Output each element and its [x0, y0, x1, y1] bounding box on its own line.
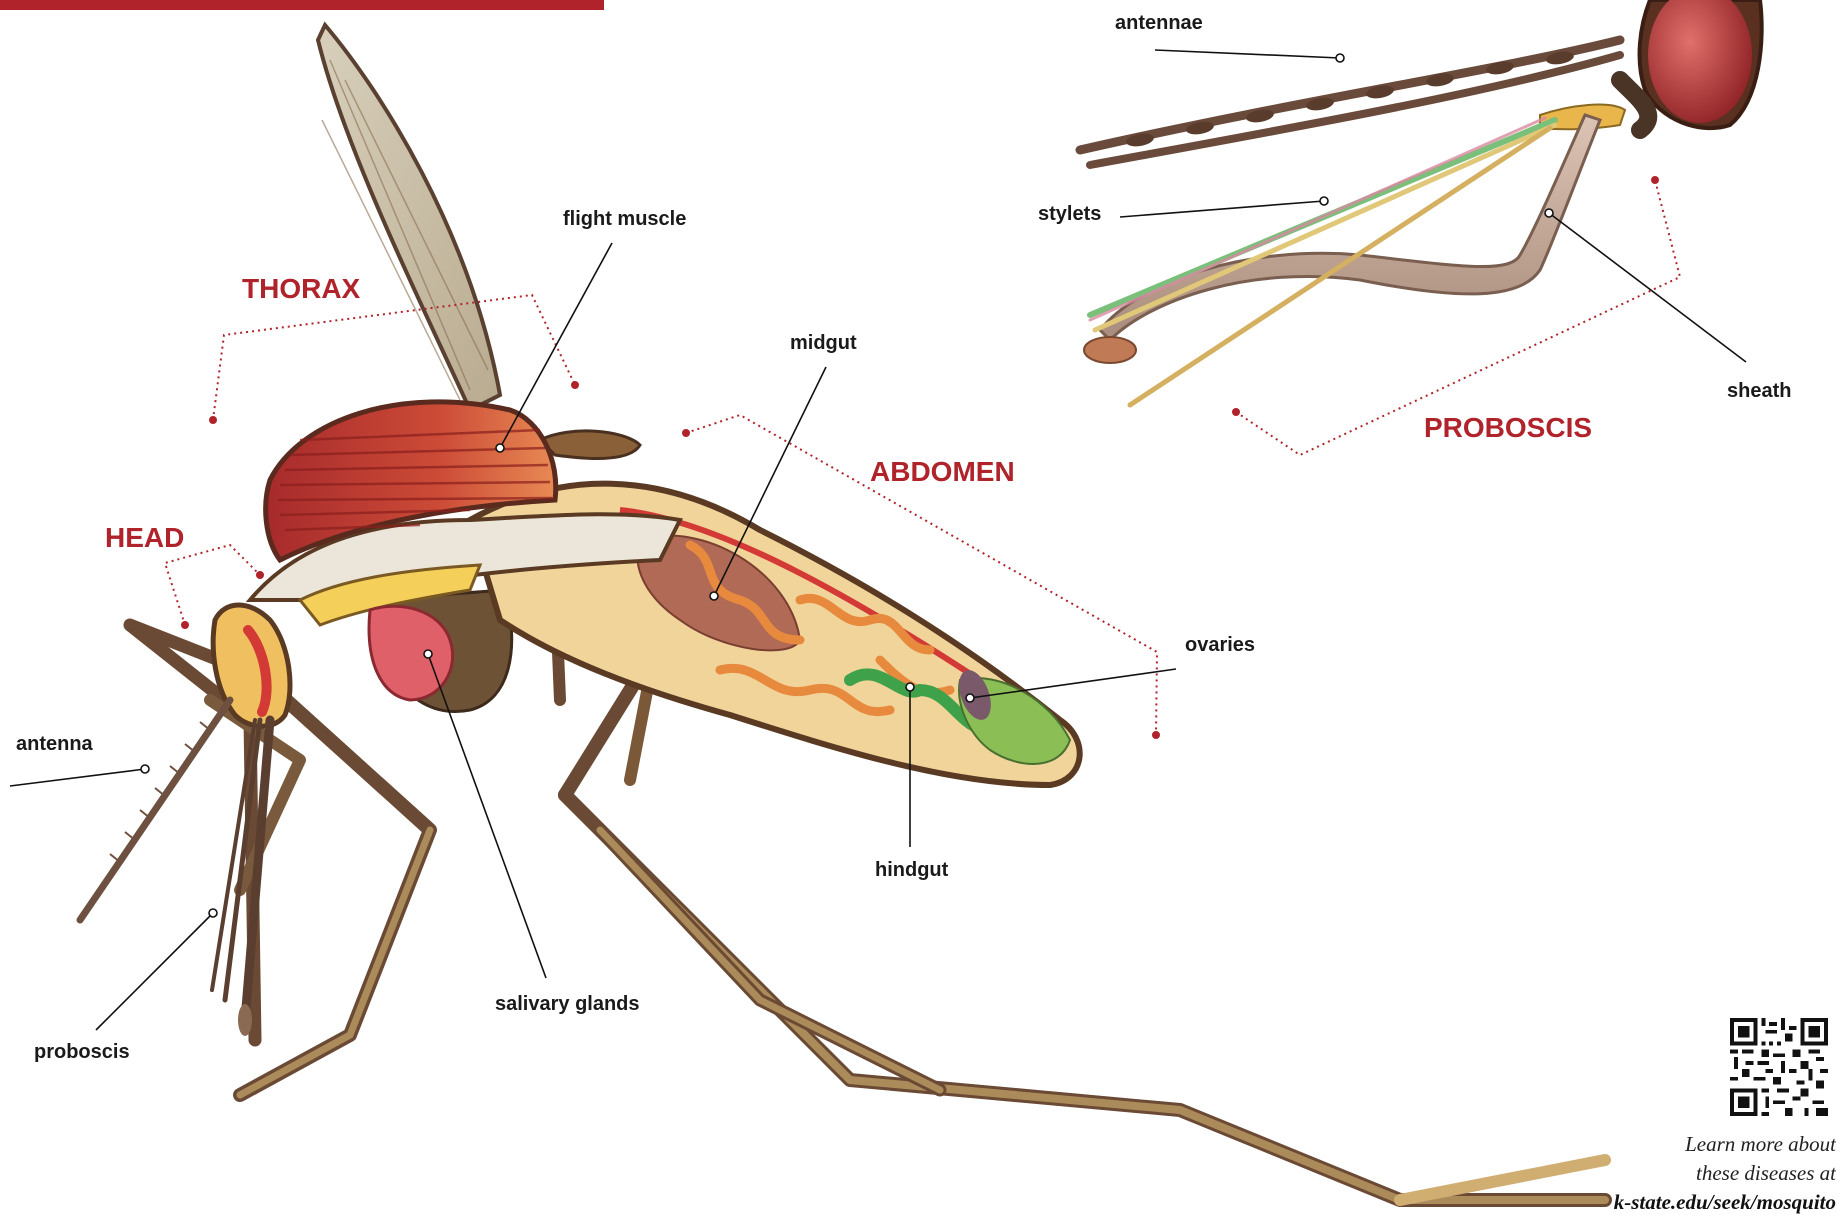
- label-antennae: antennae: [1115, 12, 1203, 35]
- section-label-proboscis: PROBOSCIS: [1424, 412, 1592, 444]
- leader-antenna: [10, 769, 145, 786]
- label-stylets: stylets: [1038, 203, 1101, 226]
- thorax-bracket: [213, 295, 575, 420]
- label-hindgut: hindgut: [875, 859, 948, 882]
- label-flight-muscle: flight muscle: [563, 208, 686, 231]
- label-proboscis: proboscis: [34, 1041, 130, 1064]
- leader-sheath: [1549, 213, 1746, 362]
- hind-leg: [565, 795, 1605, 1200]
- main-mosquito-body: [80, 25, 1605, 1200]
- leader-flight-muscle: [500, 243, 612, 448]
- footer-url-link[interactable]: k-state.edu/seek/mosquito: [1506, 1188, 1836, 1217]
- leader-proboscis: [96, 913, 213, 1030]
- section-label-thorax: THORAX: [242, 273, 360, 305]
- leader-antennae: [1155, 50, 1340, 58]
- label-salivary-glands: salivary glands: [495, 993, 640, 1016]
- qr-code-icon[interactable]: [1730, 1018, 1828, 1116]
- middle-leg: [565, 795, 940, 1090]
- footer-line-2: these diseases at: [1506, 1159, 1836, 1188]
- label-midgut: midgut: [790, 332, 857, 355]
- label-sheath: sheath: [1727, 380, 1791, 403]
- leader-stylets: [1120, 201, 1324, 217]
- proboscis-detail: [1080, 0, 1762, 405]
- antenna-shape: [80, 700, 230, 920]
- section-label-head: HEAD: [105, 522, 184, 554]
- wing: [318, 25, 500, 410]
- section-label-abdomen: ABDOMEN: [870, 456, 1015, 488]
- label-ovaries: ovaries: [1185, 634, 1255, 657]
- footer-note: Learn more about these diseases at k-sta…: [1506, 1130, 1836, 1217]
- footer-line-1: Learn more about: [1506, 1130, 1836, 1159]
- label-antenna: antenna: [16, 733, 93, 756]
